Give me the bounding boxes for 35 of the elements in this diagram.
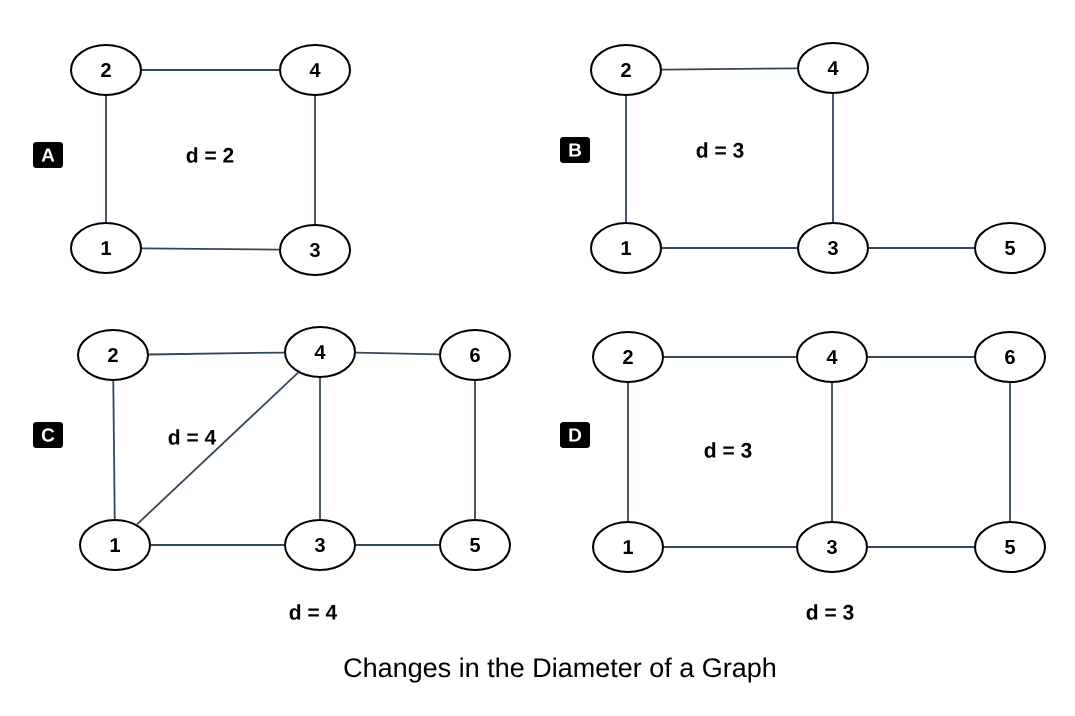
edge-line — [141, 247, 280, 251]
panel-badge: C — [33, 422, 63, 448]
edge-line — [355, 351, 440, 356]
edge-line — [141, 69, 280, 71]
edge-line — [867, 356, 975, 358]
diameter-label: d = 3 — [806, 604, 854, 620]
panel-badge: A — [33, 142, 63, 168]
diameter-label: d = 4 — [289, 604, 338, 620]
edge-line — [112, 380, 116, 520]
diameter-label: d = 3 — [696, 142, 744, 158]
diameter-label: d = 4 — [168, 429, 217, 445]
diameter-label: d = 2 — [186, 147, 234, 163]
edge-line — [314, 95, 316, 225]
diameter-label: d = 3 — [704, 442, 752, 458]
caption: Changes in the Diameter of a Graph — [344, 657, 776, 683]
edge-line — [663, 356, 797, 358]
edge-line — [831, 382, 833, 522]
edge-line — [355, 544, 440, 546]
edge-line — [625, 95, 627, 223]
edge-line — [832, 93, 834, 223]
edge-line — [663, 546, 797, 548]
panel-badge: D — [560, 422, 590, 448]
edge-line — [150, 544, 285, 546]
edge-line — [474, 380, 476, 520]
edge-line — [868, 247, 975, 249]
edge-line — [319, 377, 321, 520]
edge-line — [627, 382, 629, 522]
edge-line — [867, 546, 975, 548]
edge-line — [105, 95, 107, 223]
edge-line — [661, 247, 798, 249]
edge-line — [148, 351, 285, 356]
edge-line — [136, 371, 299, 526]
edge-line — [661, 67, 798, 71]
panel-badge: B — [560, 137, 590, 163]
edge-line — [1009, 382, 1011, 522]
